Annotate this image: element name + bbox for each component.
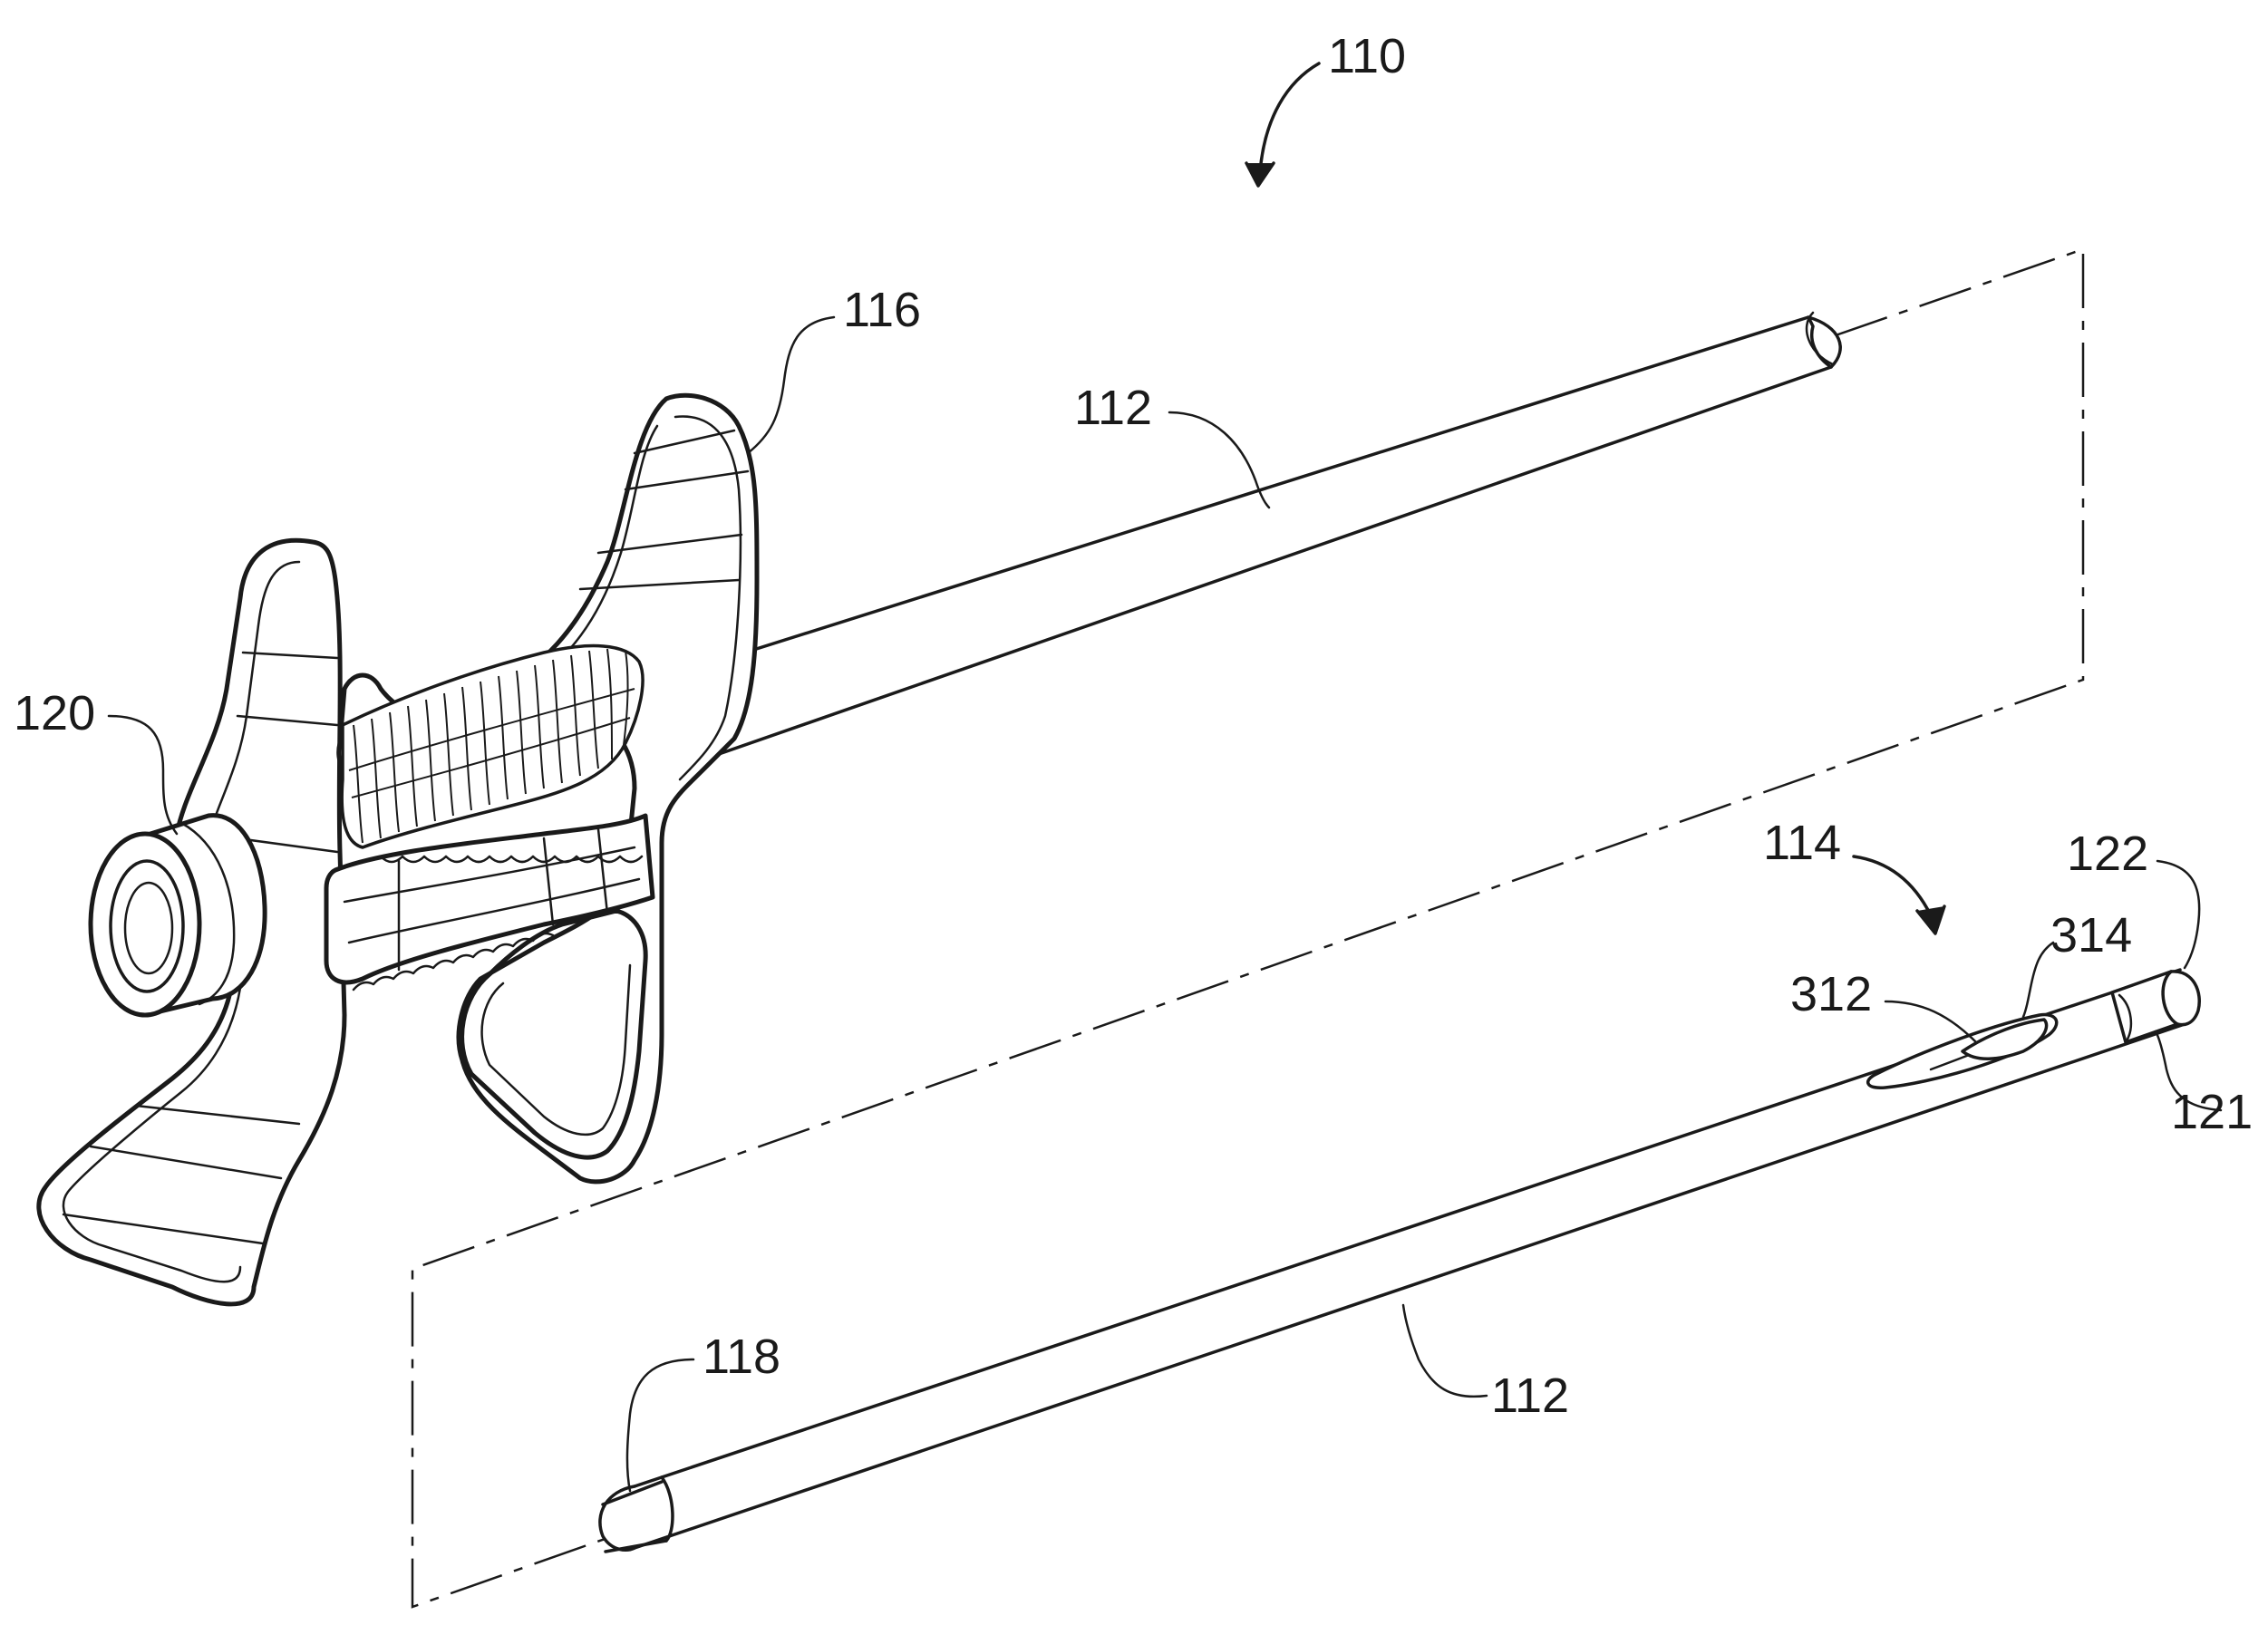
leader-lines: [107, 62, 2223, 1493]
ref-label-110: 110: [1328, 29, 1406, 83]
ref-label-120: 120: [14, 686, 95, 740]
ref-label-314: 314: [2050, 908, 2132, 962]
ref-label-121: 121: [2171, 1085, 2253, 1139]
ref-label-312: 312: [1790, 967, 1872, 1021]
ref-label-114: 114: [1763, 816, 1841, 870]
dashed-break-box: [411, 247, 2085, 1609]
ref-label-118: 118: [703, 1330, 780, 1384]
upper-shaft-112: [696, 311, 1842, 763]
reference-labels: 110 116 112 120 114 122 314 312 121 118 …: [14, 29, 2253, 1423]
luer-hub-120: [88, 813, 267, 1018]
ref-label-112-top: 112: [1074, 381, 1152, 435]
handle-116: [36, 392, 760, 1307]
lower-shaft-112: [598, 968, 2201, 1553]
ribbed-grip: [340, 643, 645, 849]
ref-label-112-bottom: 112: [1491, 1369, 1569, 1423]
ref-label-122: 122: [2067, 827, 2148, 881]
ref-label-116: 116: [843, 283, 921, 337]
